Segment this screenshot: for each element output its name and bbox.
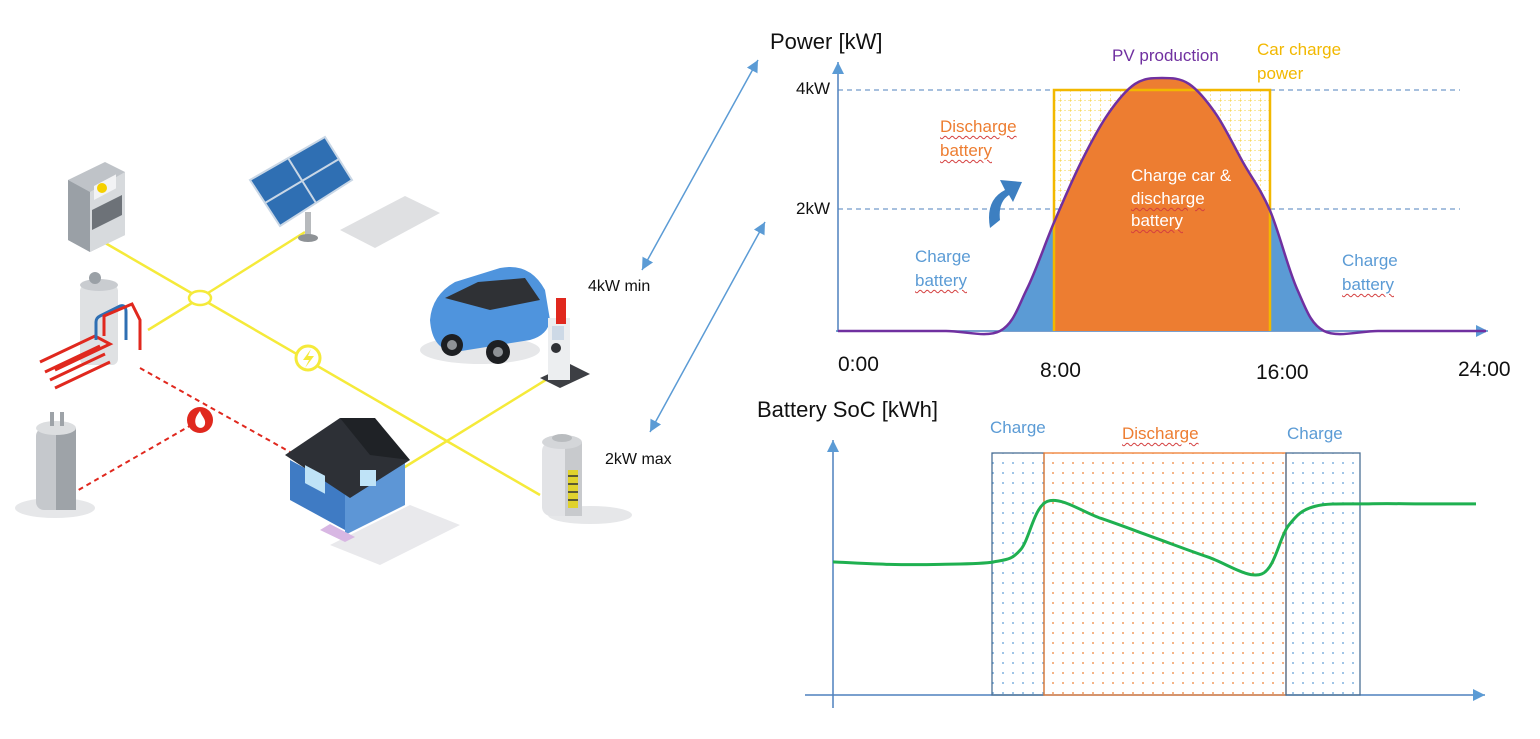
charge-battery-left-label-1: Charge (915, 247, 971, 266)
soc-chart (805, 440, 1485, 708)
electric-car (420, 266, 550, 364)
soc-phase-label-discharge: Discharge (1122, 424, 1199, 443)
battery-power-label: 2kW max (605, 451, 672, 468)
battery-soc-curve (832, 498, 1477, 577)
car-charge-label-1: Car charge (1257, 40, 1342, 59)
car-charge-label-2: power (1257, 64, 1304, 83)
charge-car-label-2: discharge (1131, 189, 1205, 208)
pv-production-curve (838, 76, 1486, 336)
house (285, 418, 460, 565)
soc-phase-label-charge-1: Charge (990, 418, 1046, 437)
ev-charger (540, 298, 590, 388)
charge-car-label-1: Charge car & (1131, 166, 1232, 185)
heat-pump (39, 272, 142, 390)
soc-phase-label-charge-2: Charge (1287, 424, 1343, 443)
charge-battery-left-label-2: battery (915, 271, 967, 290)
soc-chart-title: Battery SoC [kWh] (757, 397, 938, 422)
soc-phase-charge-1 (991, 452, 1045, 696)
battery-charge-area-left (838, 77, 1054, 331)
car-to-chart-arrow (641, 59, 759, 271)
x-tick-8: 8:00 (1040, 359, 1081, 382)
junction-node (187, 289, 213, 307)
discharge-battery-label-2: battery (940, 141, 992, 160)
x-tick-0: 0:00 (838, 353, 879, 376)
y-tick-4kw: 4kW (796, 79, 830, 98)
y-tick-2kw: 2kW (796, 199, 830, 218)
pv-production-label: PV production (1112, 46, 1219, 65)
battery-to-chart-arrow (649, 221, 766, 433)
water-heater (15, 412, 95, 518)
x-tick-16: 16:00 (1256, 361, 1309, 384)
charge-car-label-3: battery (1131, 211, 1183, 230)
charge-battery-right-label-1: Charge (1342, 251, 1398, 270)
charge-battery-right-label-2: battery (1342, 275, 1394, 294)
electricity-meter (68, 162, 125, 252)
energy-illustration (15, 59, 766, 565)
solar-panel (248, 135, 440, 248)
heat-wires (74, 367, 291, 493)
power-chart-title: Power [kW] (770, 29, 883, 54)
x-tick-24: 24:00 (1458, 358, 1511, 381)
curved-arrow-icon (989, 180, 1022, 228)
lightning-icon (294, 344, 322, 372)
flame-icon (187, 407, 213, 433)
battery (542, 434, 632, 524)
car-power-label: 4kW min (588, 278, 651, 295)
discharge-battery-label-1: Discharge (940, 117, 1017, 136)
soc-phase-charge-2 (1285, 452, 1361, 696)
